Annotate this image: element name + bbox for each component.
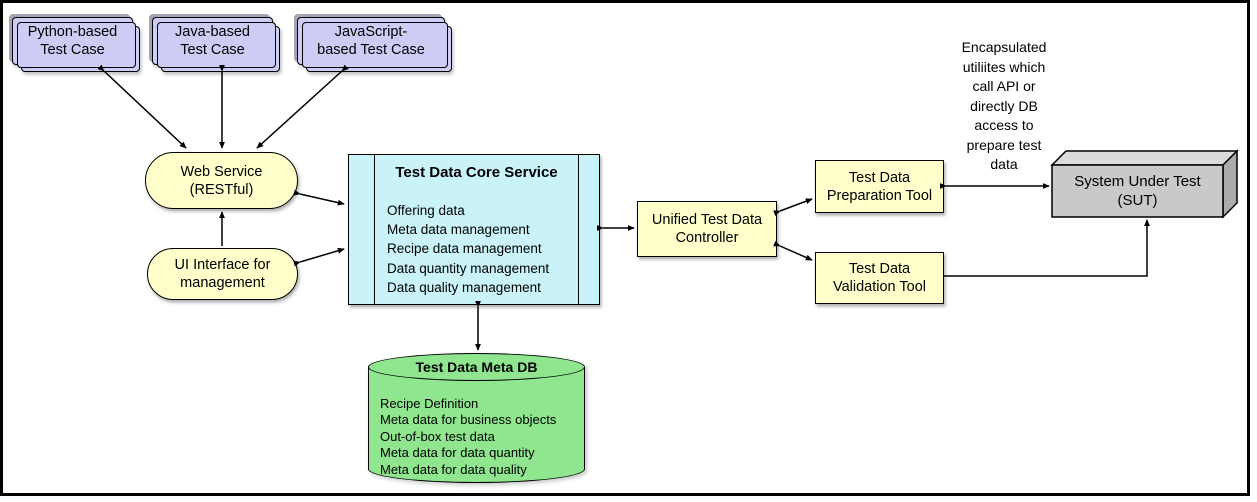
core-service-items: Offering data Meta data management Recip… — [387, 201, 549, 297]
test-data-meta-db: Test Data Meta DB Recipe Definition Meta… — [368, 353, 585, 483]
arrow-controller-validation — [773, 240, 813, 261]
core-item: Meta data management — [387, 222, 530, 238]
encapsulated-utilities-note: Encapsulated utiliites which call API or… — [961, 39, 1047, 172]
ui-interface-node: UI Interface for management — [147, 248, 298, 300]
db-item: Meta data for data quantity — [380, 445, 535, 461]
sut-top-face — [1050, 150, 1239, 166]
db-item: Out-of-box test data — [380, 428, 495, 444]
test-data-preparation-tool: Test Data Preparation Tool — [815, 160, 944, 213]
web-service-node: Web Service (RESTful) — [145, 152, 298, 209]
arrow-javascript-webservice — [256, 64, 349, 149]
core-item: Data quantity management — [387, 260, 550, 276]
db-item: Meta data for data quality — [380, 461, 527, 477]
test-data-core-service: Test Data Core Service Offering data Met… — [348, 154, 600, 305]
db-cylinder-top — [368, 353, 585, 381]
db-cylinder-body — [368, 367, 585, 483]
arrow-ui-core — [293, 247, 345, 267]
arrow-validation-sut — [944, 219, 1150, 277]
arrow-webservice-core — [293, 189, 345, 206]
core-item: Data quality management — [387, 279, 541, 295]
sut-side-face — [1222, 149, 1238, 219]
test-case-java: Java-based Test Case — [152, 17, 273, 65]
db-item: Meta data for business objects — [380, 412, 557, 428]
arrow-controller-preparation — [773, 198, 813, 216]
core-left-divider — [374, 155, 375, 304]
core-service-title: Test Data Core Service — [395, 164, 558, 181]
test-case-python: Python-based Test Case — [12, 17, 133, 65]
arrow-python-webservice — [97, 64, 187, 149]
core-right-divider — [578, 155, 579, 304]
meta-db-title: Test Data Meta DB — [415, 359, 538, 375]
system-under-test-label: System Under Test (SUT) — [1074, 173, 1201, 209]
db-item: Recipe Definition — [380, 396, 479, 411]
core-item: Offering data — [387, 203, 465, 218]
test-case-javascript: JavaScript- based Test Case — [297, 17, 445, 65]
meta-db-items: Recipe Definition Meta data for business… — [380, 396, 556, 478]
unified-test-data-controller: Unified Test Data Controller — [637, 201, 777, 257]
test-data-validation-tool: Test Data Validation Tool — [815, 252, 944, 304]
core-item: Recipe data management — [387, 241, 542, 257]
